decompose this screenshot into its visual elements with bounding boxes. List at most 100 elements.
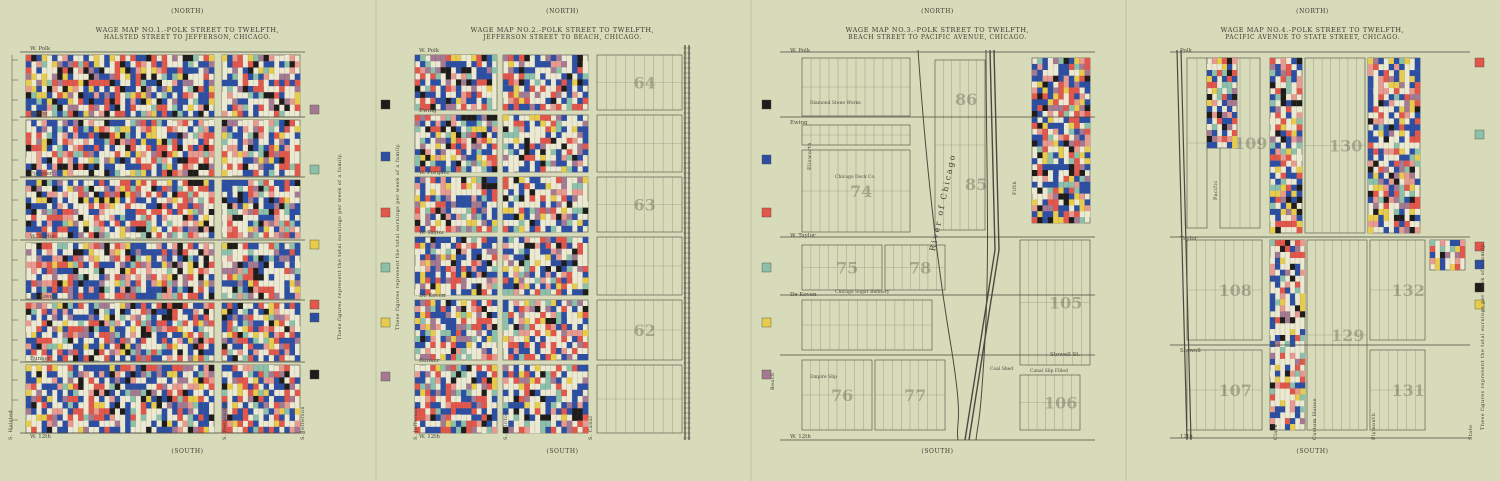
p1-block-west-4-lot: [198, 303, 204, 309]
p4-color-block-pacific-lot: [1207, 100, 1213, 107]
p1-block-west-0-lot: [140, 79, 147, 87]
p1-block-west-3-lot: [93, 274, 100, 281]
p1-block-west-1-lot: [99, 151, 105, 158]
p2-block-a-5-lot: [491, 395, 498, 403]
p2-block-a-4-lot: [456, 336, 462, 343]
p1-block-west-4-lot: [130, 314, 136, 321]
p3-color-block-103-lot: [1068, 211, 1075, 218]
p2-block-a-4-lot: [415, 312, 421, 319]
p3-color-block-103-lot: [1079, 81, 1085, 88]
p1-block-west-0-lot: [120, 67, 126, 74]
p1-block-west-1-lot: [62, 144, 68, 152]
p2-block-a-4-lot: [476, 318, 482, 325]
p1-block-west-5-lot: [151, 402, 157, 409]
p1-block-west-3-lot: [208, 286, 215, 293]
p2-block-a-3-lot: [415, 266, 421, 272]
p3-color-block-103-lot: [1074, 58, 1080, 65]
p1-block-east-0-lot: [253, 61, 259, 68]
p2-block-b-0-lot: [508, 103, 514, 111]
p1-block-west-5-lot: [83, 402, 89, 409]
p3-color-block-103-lot: [1084, 158, 1091, 165]
p2-block-b-0-lot: [529, 103, 536, 111]
p2-block-b-4-lot: [503, 300, 509, 307]
p2-block-a-3-lot: [471, 260, 477, 267]
block-number: 74: [850, 182, 872, 201]
p2-block-a-4-lot: [445, 306, 452, 313]
p1-block-west-3-lot: [208, 249, 215, 256]
p1-block-west-0-lot: [52, 67, 58, 74]
p2-block-a-2-lot: [425, 207, 431, 214]
p2-block-a-2-lot: [481, 183, 487, 190]
map4-canvas[interactable]: 109108107130129132131PolkTaylorStowell12…: [1125, 0, 1500, 481]
p1-block-west-0-lot: [167, 110, 173, 118]
p1-block-west-4-lot: [41, 308, 48, 315]
p1-block-west-5-lot: [46, 395, 53, 403]
p1-block-west-2-lot: [172, 232, 178, 239]
p1-block-west-5-lot: [156, 426, 162, 434]
p1-block-west-0-lot: [104, 79, 110, 87]
p1-block-west-5-lot: [203, 365, 209, 372]
p2-block-b-4-lot: [540, 354, 546, 361]
p1-block-west-5-lot: [177, 395, 183, 403]
p2-block-b-1-lot: [518, 143, 525, 150]
p1-block-west-3-lot: [93, 286, 100, 293]
p2-block-a-4-lot: [420, 300, 426, 307]
p1-block-west-4-lot: [187, 303, 194, 309]
p2-block-a-4-lot: [491, 348, 498, 355]
p2-block-b-2-lot: [534, 225, 541, 233]
p1-block-east-1-lot: [237, 163, 243, 170]
p1-block-west-3-lot: [146, 267, 152, 275]
p2-block-b-0-lot: [545, 73, 551, 80]
p3-color-block-103-lot: [1074, 105, 1080, 112]
p2-block-a-0-lot: [466, 73, 472, 80]
p2-block-a-5-lot: [430, 426, 436, 434]
p1-block-east-2-lot: [232, 180, 238, 186]
p2-block-b-0-lot: [582, 91, 589, 98]
p1-block-west-1-lot: [161, 163, 168, 170]
p1-block-west-0-lot: [46, 98, 53, 105]
p1-block-west-5-lot: [130, 395, 136, 403]
p1-block-west-1-lot: [52, 157, 58, 164]
p2-block-b-4-lot: [545, 300, 551, 307]
p2-block-b-1-lot: [572, 126, 578, 133]
p1-block-west-0-lot: [140, 110, 147, 118]
p2-block-a-2-lot: [440, 201, 446, 208]
p1-block-west-3-lot: [109, 292, 115, 300]
p1-block-east-1-lot: [237, 126, 243, 133]
p1-block-west-3-lot: [36, 243, 42, 250]
p1-block-east-2-lot: [253, 220, 259, 227]
p2-block-a-2-lot: [466, 225, 472, 233]
p1-block-west-5-lot: [73, 389, 79, 397]
p1-block-west-4-lot: [182, 303, 189, 309]
p2-block-b-2-lot: [503, 207, 509, 214]
p1-block-west-3-lot: [78, 280, 84, 287]
p1-block-west-1-lot: [93, 126, 100, 133]
p1-block-west-5-lot: [135, 371, 142, 378]
p2-block-b-5-lot: [503, 365, 509, 372]
p1-block-west-5-lot: [172, 408, 178, 415]
p1-block-west-3-lot: [151, 292, 157, 300]
p1-block-west-3-lot: [41, 267, 48, 275]
p1-block-east-5-lot: [222, 402, 228, 409]
p2-block-a-3-lot: [471, 242, 477, 249]
p1-block-west-2-lot: [140, 232, 147, 239]
p1-block-west-3-lot: [120, 292, 126, 300]
p2-block-b-5-lot: [513, 402, 520, 409]
p1-block-east-2-lot: [289, 209, 295, 215]
p1-block-west-0-lot: [67, 86, 74, 93]
p2-block-b-3-lot: [524, 271, 530, 278]
p2-block-a-2-lot: [435, 207, 441, 214]
p2-block-b-1-lot: [518, 126, 525, 133]
p1-block-east-2-lot: [284, 185, 290, 192]
p1-block-west-4-lot: [187, 343, 194, 350]
p2-block-b-4-lot: [529, 300, 536, 307]
p1-block-west-1-lot: [57, 132, 63, 139]
p2-block-a-0-lot: [456, 55, 462, 62]
p2-block-a-1-lot: [425, 126, 431, 133]
p1-block-west-2-lot: [177, 185, 183, 192]
p2-block-a-3-lot: [435, 237, 441, 243]
p2-block-b-3-lot: [524, 242, 530, 249]
